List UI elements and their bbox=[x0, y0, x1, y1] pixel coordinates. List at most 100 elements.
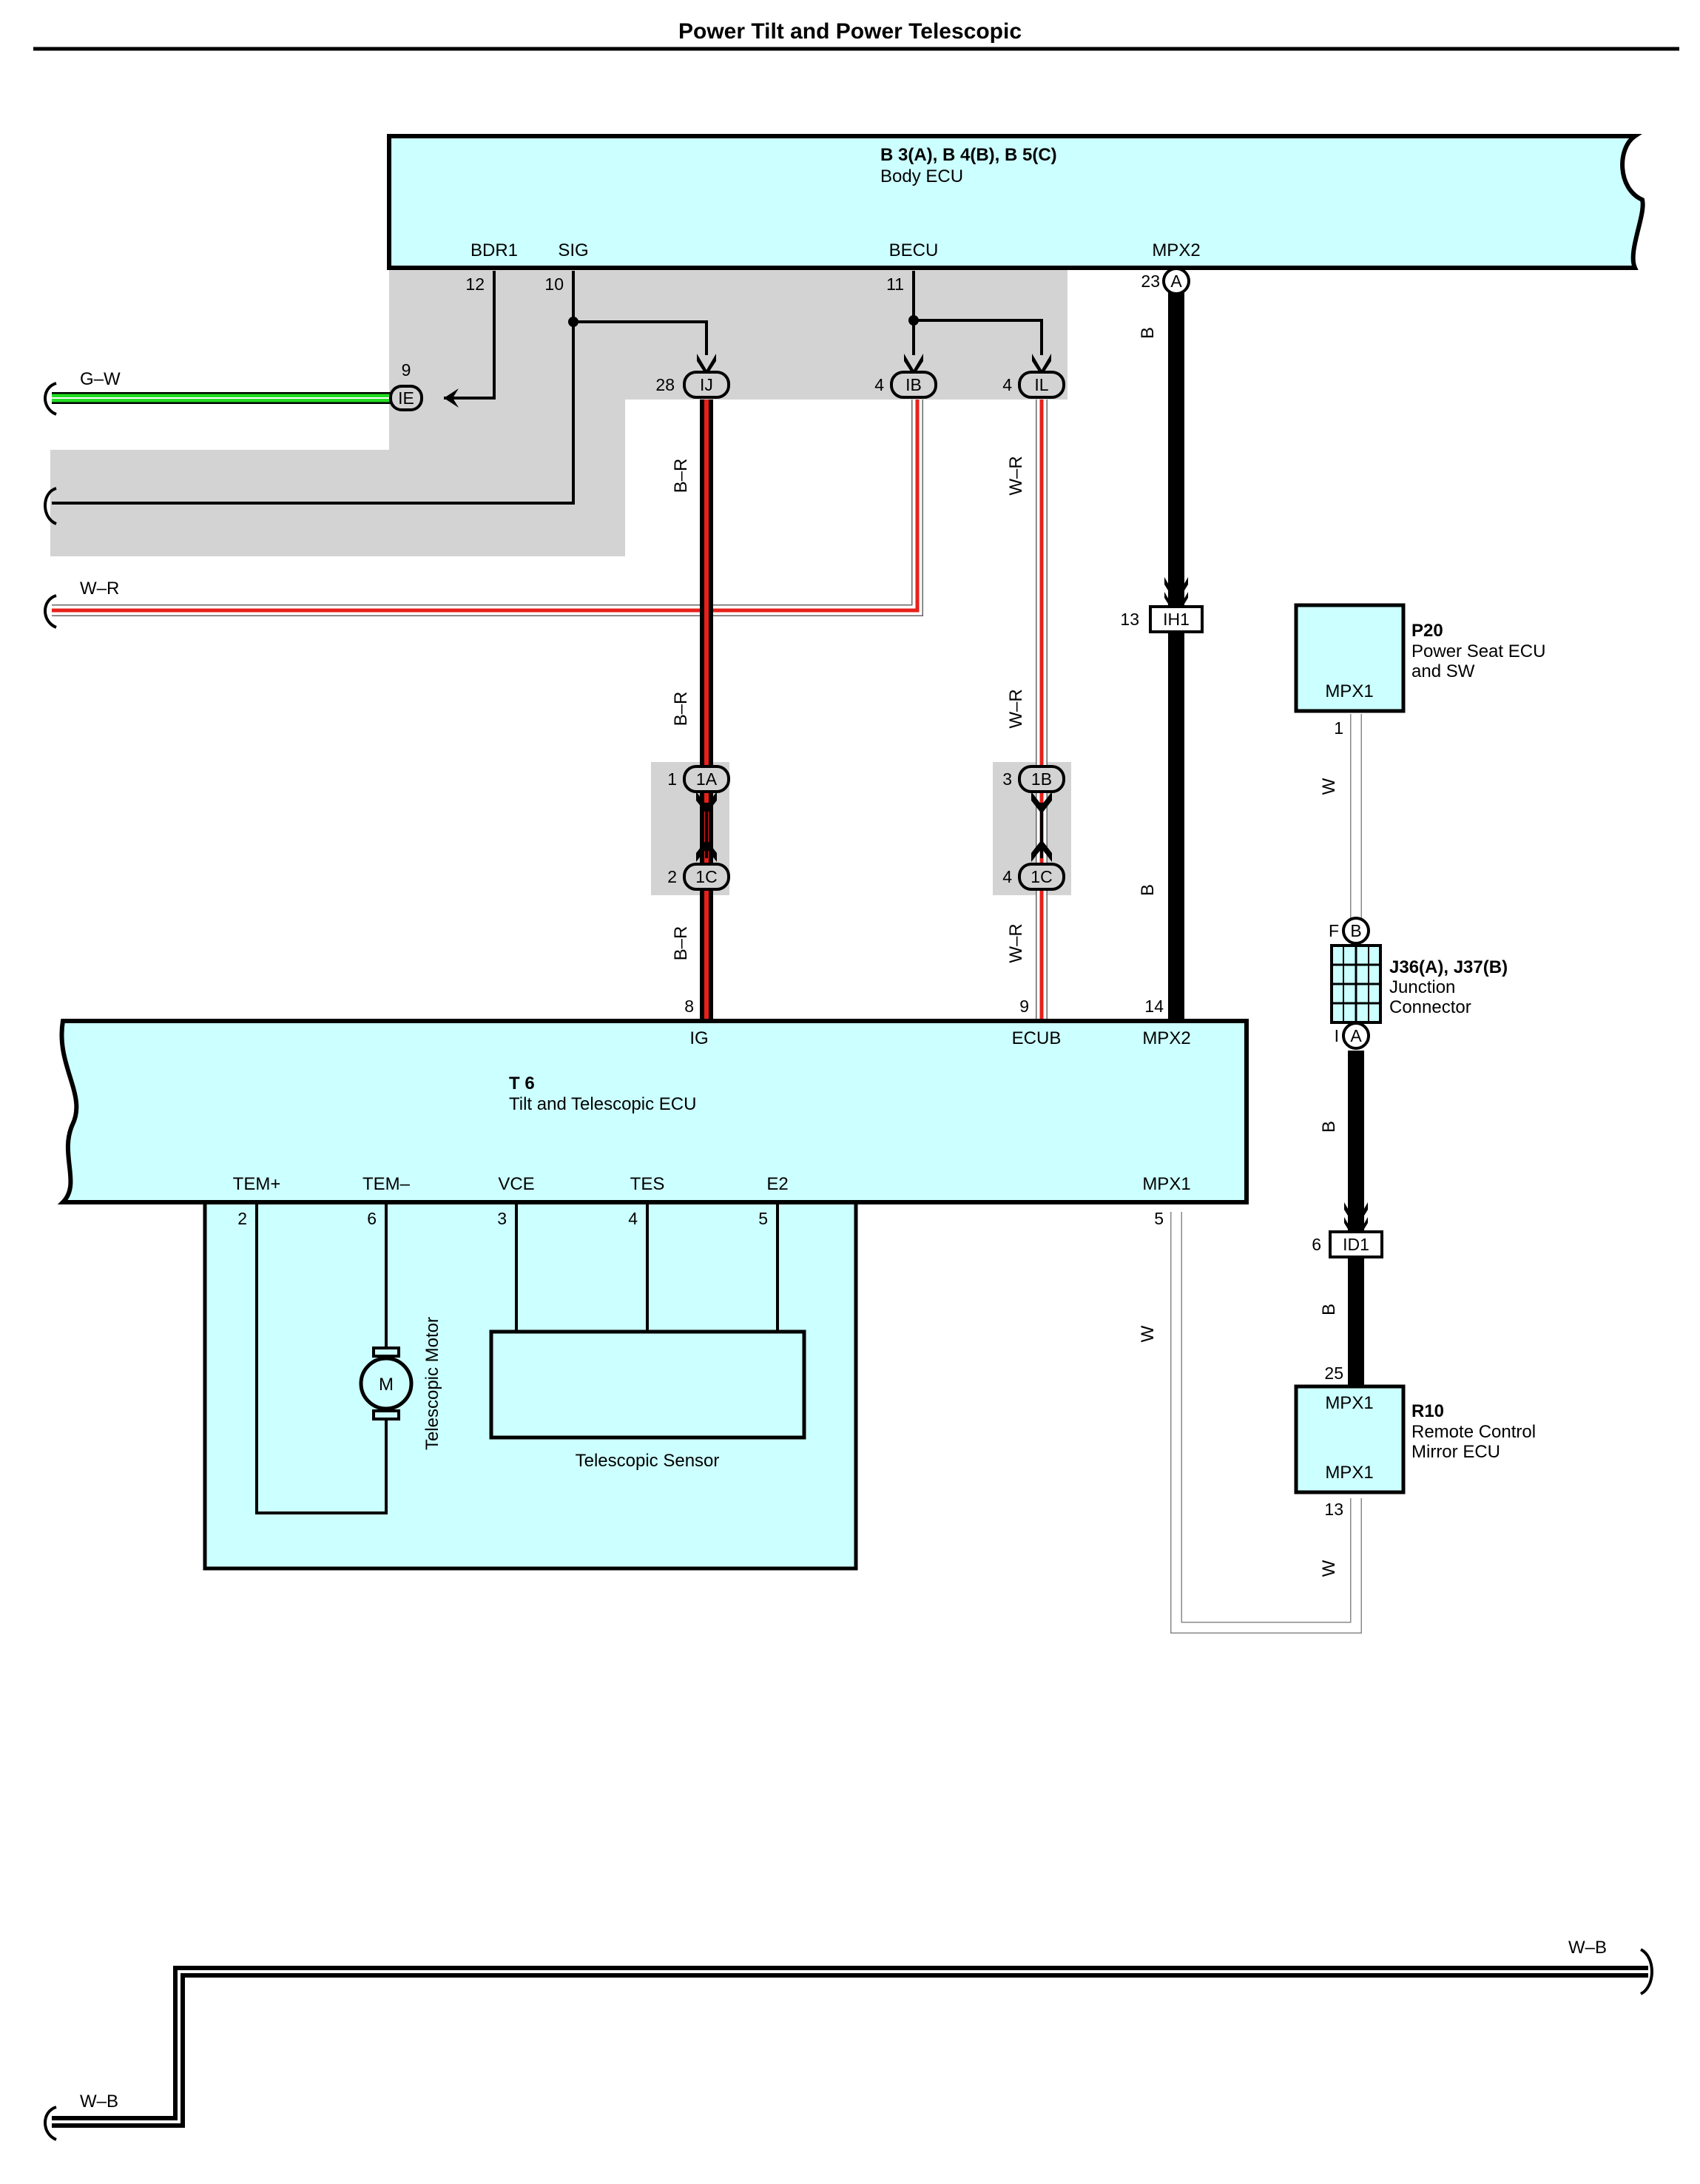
label-w-r-1: W–R bbox=[1006, 456, 1026, 495]
connector-ih1-label: IH1 bbox=[1163, 610, 1190, 629]
pin-13-ih1: 13 bbox=[1120, 610, 1139, 629]
power-seat-name1: Power Seat ECU bbox=[1411, 641, 1545, 661]
label-b-r-3: B–R bbox=[671, 926, 691, 961]
pin-11: 11 bbox=[886, 274, 904, 294]
pin-3-vce: 3 bbox=[497, 1209, 507, 1228]
body-ecu-name: Body ECU bbox=[880, 166, 963, 186]
pin-13-r10: 13 bbox=[1324, 1500, 1343, 1519]
mirror-ecu: MPX1 MPX1 R10 Remote Control Mirror ECU bbox=[1294, 1384, 1536, 1494]
pin-28: 28 bbox=[655, 375, 675, 394]
connector-1b: 1B bbox=[1018, 765, 1065, 793]
mirror-name1: Remote Control bbox=[1411, 1422, 1536, 1442]
terminal-mpx1-t6: MPX1 bbox=[1142, 1174, 1190, 1194]
wire-end-brackets bbox=[44, 382, 1653, 2141]
motor-name: Telescopic Motor bbox=[422, 1317, 442, 1450]
terminal-vce: VCE bbox=[498, 1174, 534, 1194]
telescopic-sensor: Telescopic Sensor bbox=[489, 1329, 806, 1471]
sensor-name: Telescopic Sensor bbox=[576, 1451, 720, 1471]
label-b-3: B bbox=[1319, 1121, 1339, 1133]
tilt-ecu-name: Tilt and Telescopic ECU bbox=[509, 1094, 696, 1114]
connector-il: IL bbox=[1018, 371, 1065, 399]
terminal-ecub: ECUB bbox=[1012, 1028, 1062, 1048]
pin-4-ib: 4 bbox=[874, 375, 884, 394]
pin-2: 2 bbox=[667, 867, 677, 886]
terminal-becu: BECU bbox=[889, 240, 939, 260]
pin-5-e2: 5 bbox=[758, 1209, 768, 1228]
wire-w-b bbox=[52, 1966, 1648, 2128]
label-w-b-2: W–B bbox=[80, 2092, 118, 2111]
connector-1c-left: 1C bbox=[683, 863, 730, 891]
pin-23: 23 bbox=[1141, 272, 1160, 291]
wire-sig bbox=[52, 271, 575, 505]
label-w-b-1: W–B bbox=[1568, 1938, 1607, 1958]
pin-10: 10 bbox=[544, 274, 564, 294]
pin-5-mpx1: 5 bbox=[1154, 1209, 1164, 1228]
pin-12: 12 bbox=[465, 274, 485, 294]
terminal-mpx2: MPX2 bbox=[1152, 240, 1200, 260]
junction-name1: Junction bbox=[1389, 977, 1455, 997]
label-b-4: B bbox=[1319, 1304, 1339, 1315]
connector-a-body-label: A bbox=[1170, 272, 1182, 291]
connector-1c-right-label: 1C bbox=[1031, 867, 1052, 886]
connector-1c-right: 1C bbox=[1018, 863, 1065, 891]
connector-1a: 1A bbox=[683, 765, 730, 793]
connector-1a-label: 1A bbox=[696, 769, 718, 789]
tilt-ecu-code: T 6 bbox=[509, 1074, 535, 1093]
connector-ij-label: IJ bbox=[700, 375, 713, 394]
connector-ie-label: IE bbox=[398, 388, 414, 408]
terminal-bdr1: BDR1 bbox=[470, 240, 518, 260]
connector-id1: ID1 bbox=[1329, 1230, 1383, 1258]
pin-3: 3 bbox=[1002, 769, 1012, 789]
mirror-name2: Mirror ECU bbox=[1411, 1442, 1500, 1462]
body-ecu-code: B 3(A), B 4(B), B 5(C) bbox=[880, 145, 1057, 165]
diagram-title: Power Tilt and Power Telescopic bbox=[678, 19, 1022, 44]
junction-name2: Connector bbox=[1389, 997, 1471, 1017]
pin-6-id1: 6 bbox=[1312, 1235, 1321, 1254]
terminal-e2: E2 bbox=[766, 1174, 788, 1194]
pin-numbers: 12 10 11 23 9 28 4 4 13 1 2 3 4 8 9 14 1… bbox=[237, 272, 1343, 1519]
pin-4-tes: 4 bbox=[628, 1209, 638, 1228]
connector-ih1: IH1 bbox=[1149, 605, 1204, 633]
splice-dot-sig bbox=[568, 317, 579, 327]
body-ecu: B 3(A), B 4(B), B 5(C) Body ECU BDR1 SIG… bbox=[387, 134, 1645, 270]
mirror-code: R10 bbox=[1411, 1401, 1444, 1421]
pin-4-il: 4 bbox=[1002, 375, 1012, 394]
connector-1b-label: 1B bbox=[1031, 769, 1052, 789]
label-w-r: W–R bbox=[80, 579, 119, 599]
connector-ib-label: IB bbox=[905, 375, 922, 394]
label-b-1: B bbox=[1138, 327, 1158, 339]
wire-w-mpx1 bbox=[1170, 1212, 1362, 1634]
terminal-tem-plus: TEM+ bbox=[233, 1174, 281, 1194]
power-seat-code: P20 bbox=[1411, 621, 1443, 641]
label-g-w: G–W bbox=[80, 369, 121, 389]
label-w-r-3: W–R bbox=[1006, 923, 1026, 963]
pin-f: F bbox=[1329, 921, 1339, 940]
junction-connector: B A J36(A), J37(B) Junction Connector bbox=[1330, 917, 1508, 1050]
junction-a-label: A bbox=[1350, 1026, 1362, 1045]
wire-sig-branch bbox=[573, 320, 708, 355]
terminal-ig: IG bbox=[689, 1028, 708, 1048]
power-seat-name2: and SW bbox=[1411, 661, 1475, 681]
junction-b-label: B bbox=[1350, 921, 1361, 940]
label-w-1: W bbox=[1319, 778, 1339, 795]
tilt-ecu: T 6 Tilt and Telescopic ECU IG ECUB MPX2… bbox=[57, 1019, 1249, 1204]
connector-1c-left-label: 1C bbox=[695, 867, 717, 886]
mirror-terminal-top: MPX1 bbox=[1325, 1393, 1373, 1413]
pin-4-1c: 4 bbox=[1002, 867, 1012, 886]
connector-ie: IE bbox=[389, 385, 423, 411]
label-w-2: W bbox=[1138, 1325, 1158, 1342]
connector-ib: IB bbox=[890, 371, 937, 399]
pin-i: I bbox=[1335, 1026, 1339, 1045]
label-b-r-1: B–R bbox=[671, 459, 691, 493]
wire-becu-branch bbox=[914, 319, 1043, 355]
pin-1: 1 bbox=[667, 769, 677, 789]
connector-arrows bbox=[444, 354, 1368, 1242]
wire-w-r-ib bbox=[52, 400, 923, 616]
pin-2-tem: 2 bbox=[237, 1209, 247, 1228]
pin-9-ecub: 9 bbox=[1019, 997, 1029, 1016]
label-w-r-2: W–R bbox=[1006, 689, 1026, 728]
terminal-tes: TES bbox=[630, 1174, 665, 1194]
pin-25: 25 bbox=[1324, 1364, 1343, 1383]
wire-labels: G–W W–R B–R B–R B–R W–R W–R W–R B B W B … bbox=[80, 327, 1607, 2111]
